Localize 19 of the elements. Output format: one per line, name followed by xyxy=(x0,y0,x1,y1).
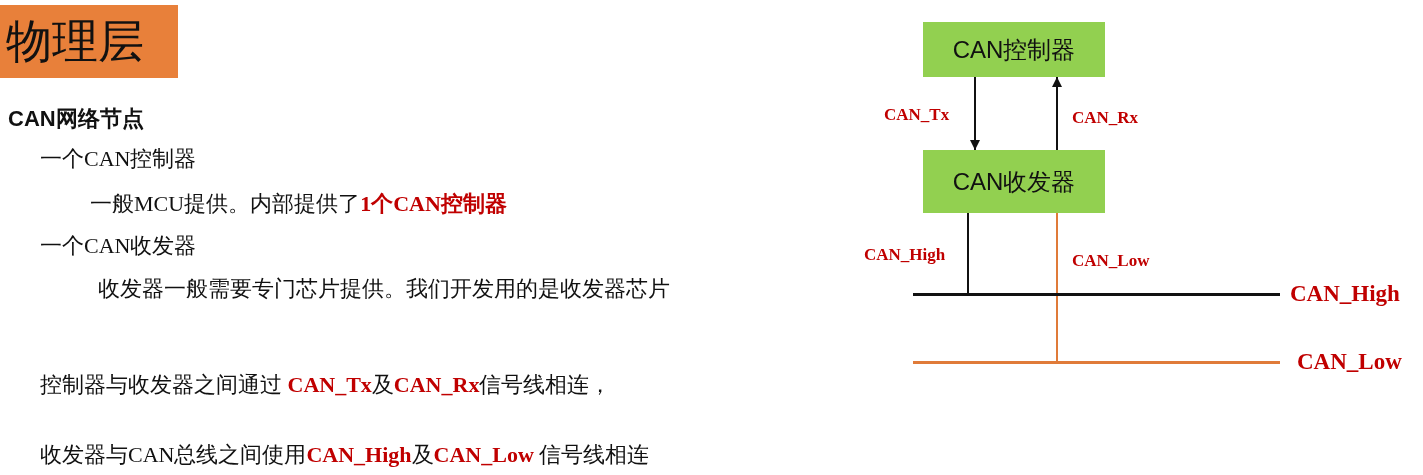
arrow xyxy=(1052,76,1062,151)
bus-line xyxy=(913,361,1280,364)
component-box: CAN收发器 xyxy=(923,150,1105,213)
section-heading: CAN网络节点 xyxy=(8,105,144,133)
list-item: 一个CAN收发器 xyxy=(40,232,197,260)
list-text: 收发器一般需要专门芯片提供。我们开发用的是收发器芯片 xyxy=(98,275,670,303)
component-box: CAN控制器 xyxy=(923,22,1105,77)
bus-label: CAN_Low xyxy=(1297,349,1402,375)
note-text: 收发器与CAN总线之间使用CAN_High及CAN_Low 信号线相连 xyxy=(40,441,650,469)
title-banner: 物理层 xyxy=(0,5,178,78)
bus-line xyxy=(913,293,1280,296)
bus-label: CAN_High xyxy=(1290,281,1400,307)
edge-label: CAN_High xyxy=(862,245,948,265)
list-text: 一般MCU提供。内部提供了1个CAN控制器 xyxy=(90,190,507,218)
connector-line xyxy=(1056,212,1058,362)
connector-line xyxy=(967,212,969,294)
note-text: 控制器与收发器之间通过 CAN_Tx及CAN_Rx信号线相连， xyxy=(40,371,612,399)
arrow xyxy=(970,76,980,151)
list-item: 一个CAN控制器 xyxy=(40,145,197,173)
